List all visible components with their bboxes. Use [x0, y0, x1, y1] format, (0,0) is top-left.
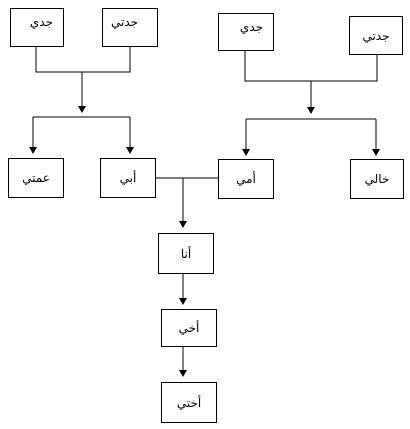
- maternal-grandparents-connector: [244, 51, 378, 82]
- maternal-grandmother-box: جدتي: [349, 16, 403, 55]
- uncle-box: خالي: [350, 159, 404, 199]
- mother-box: أمي: [218, 159, 274, 199]
- paternal-grandmother-label: جدتي: [111, 15, 139, 29]
- mother-label: أمي: [236, 172, 256, 186]
- paternal-grandmother-box: جدتي: [102, 8, 158, 47]
- maternal-grandfather-box: جدي: [218, 13, 274, 51]
- aunt-box: عمتي: [8, 158, 64, 198]
- paternal-grandfather-box: جدي: [10, 8, 64, 47]
- father-label: أبي: [119, 171, 137, 185]
- me-box: أنا: [158, 233, 214, 274]
- brother-box: أخي: [161, 309, 217, 347]
- paternal-grandfather-label: جدي: [29, 15, 53, 29]
- maternal-grandfather-label: جدي: [239, 20, 263, 34]
- paternal-grandparents-connector: [35, 47, 131, 73]
- maternal-grandmother-label: جدتي: [362, 28, 390, 43]
- me-label: أنا: [180, 246, 192, 261]
- father-box: أبي: [100, 158, 156, 198]
- sister-box: أختي: [161, 382, 217, 423]
- aunt-label: عمتي: [22, 171, 50, 185]
- sister-label: أختي: [176, 395, 202, 410]
- uncle-label: خالي: [364, 172, 390, 186]
- brother-label: أخي: [178, 321, 200, 335]
